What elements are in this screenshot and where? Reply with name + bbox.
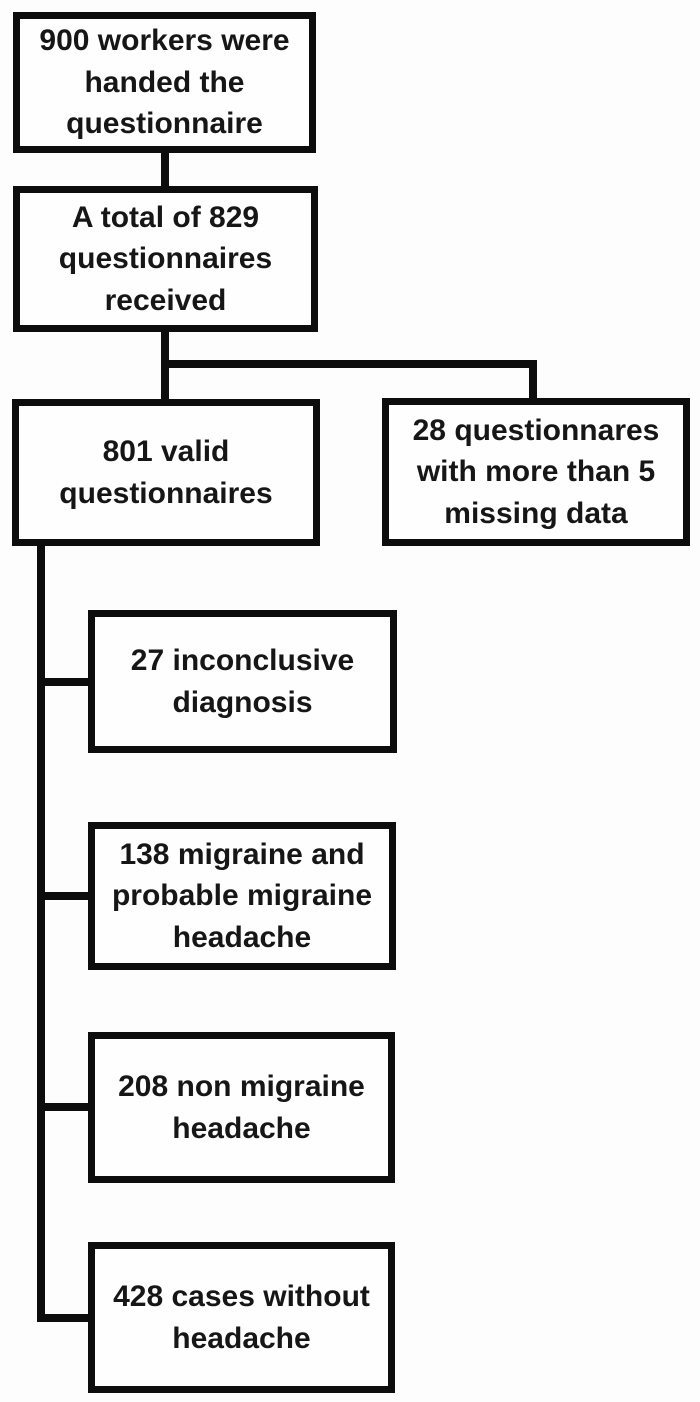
connector-handed-received: [161, 150, 169, 190]
connector-branch-to-missing: [529, 360, 537, 402]
node-non-migraine-headache: 208 non migraine headache: [88, 1032, 395, 1183]
connector-stub-no-headache: [37, 1314, 94, 1322]
connector-stub-inconclusive: [37, 678, 94, 686]
node-questionnaires-received: A total of 829 questionnaires received: [13, 186, 318, 332]
connector-stub-migraine: [37, 892, 94, 900]
node-excluded-missing-data: 28 questionnares with more than 5 missin…: [382, 398, 690, 546]
connector-valid-spine: [37, 544, 45, 1322]
node-workers-handed: 900 workers were handed the questionnair…: [13, 12, 316, 153]
node-cases-without-headache: 428 cases without headache: [88, 1242, 395, 1393]
node-migraine-headache: 138 migraine and probable migraine heada…: [88, 822, 396, 970]
node-valid-questionnaires: 801 valid questionnaires: [12, 399, 320, 546]
node-inconclusive-diagnosis: 27 inconclusive diagnosis: [88, 610, 397, 753]
connector-stub-non-migraine: [37, 1103, 94, 1111]
connector-branch-horizontal: [161, 360, 537, 368]
